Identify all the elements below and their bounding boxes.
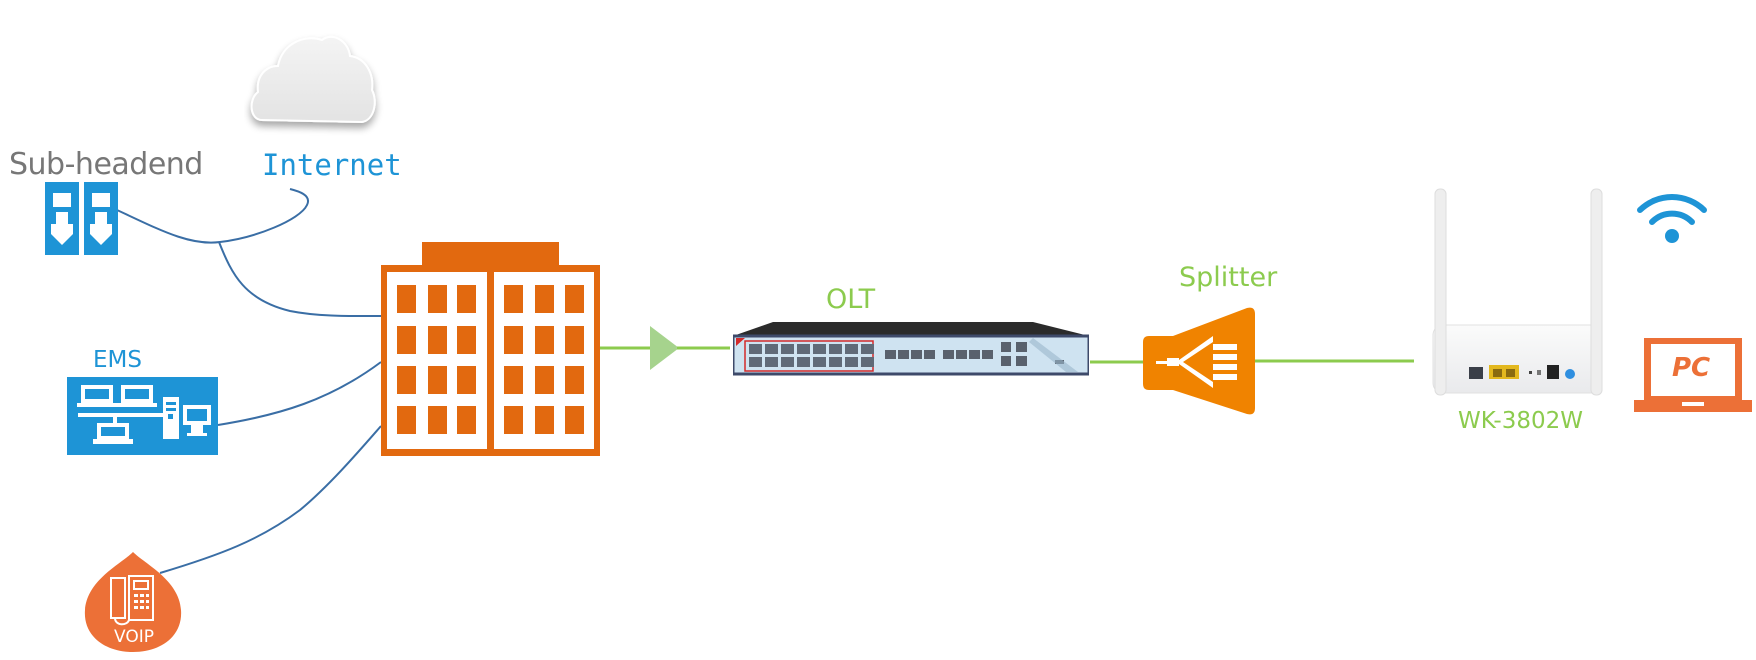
cloud-icon <box>250 35 376 124</box>
building-window <box>428 406 447 434</box>
wifi-router-icon <box>1432 188 1603 396</box>
building-window <box>535 366 554 394</box>
building-window <box>428 366 447 394</box>
wire-sub-headend-to-internet <box>116 188 310 244</box>
wifi-icon <box>1637 194 1707 243</box>
wire-voip-to-building <box>159 425 382 574</box>
building-window <box>428 326 447 354</box>
sfp-port <box>829 357 842 367</box>
ems-label: EMS <box>93 347 142 373</box>
sfp-port <box>781 344 794 354</box>
onu-model-label: WK-3802W <box>1458 408 1583 434</box>
olt-label: OLT <box>826 284 876 315</box>
sfp-port <box>829 344 842 354</box>
wire-junction-to-building <box>218 241 382 318</box>
pc-label: PC <box>1672 353 1711 383</box>
sfp-port <box>765 357 778 367</box>
building-window <box>504 366 523 394</box>
sfp-port <box>749 357 762 367</box>
building-window <box>397 366 416 394</box>
sfp-port <box>845 344 858 354</box>
sfp-port <box>861 357 874 367</box>
sfp-port <box>813 344 826 354</box>
building-window <box>565 366 584 394</box>
internet-label: Internet <box>262 148 402 182</box>
sfp-port <box>845 357 858 367</box>
voip-label: VOIP <box>114 627 154 647</box>
building-window <box>428 285 447 313</box>
sfp-port <box>861 344 874 354</box>
building-window <box>397 326 416 354</box>
server-rack-icon <box>45 182 118 255</box>
sub-headend-label: Sub-headend <box>9 147 203 182</box>
building-window <box>457 366 476 394</box>
sfp-port <box>797 357 810 367</box>
building-window <box>565 406 584 434</box>
splitter-label: Splitter <box>1179 262 1278 293</box>
office-building-icon <box>381 242 600 456</box>
building-window <box>397 406 416 434</box>
building-window <box>457 326 476 354</box>
building-window <box>397 285 416 313</box>
laptop-icon <box>1634 338 1752 412</box>
building-window <box>457 406 476 434</box>
building-window <box>565 326 584 354</box>
sfp-port <box>765 344 778 354</box>
sfp-port <box>749 344 762 354</box>
sfp-port <box>781 357 794 367</box>
optical-splitter-icon <box>1143 307 1255 415</box>
wire-ems-to-building <box>217 361 382 426</box>
building-window <box>565 285 584 313</box>
building-window <box>504 326 523 354</box>
building-window <box>504 285 523 313</box>
building-window <box>504 406 523 434</box>
building-window <box>535 285 554 313</box>
building-window <box>457 285 476 313</box>
sfp-port <box>813 357 826 367</box>
network-computers-icon <box>67 377 218 455</box>
building-window <box>535 326 554 354</box>
olt-switch-icon <box>733 322 1089 376</box>
desk-phone-icon <box>84 552 182 652</box>
sfp-port <box>797 344 810 354</box>
building-window <box>535 406 554 434</box>
arrow-head <box>650 326 679 370</box>
